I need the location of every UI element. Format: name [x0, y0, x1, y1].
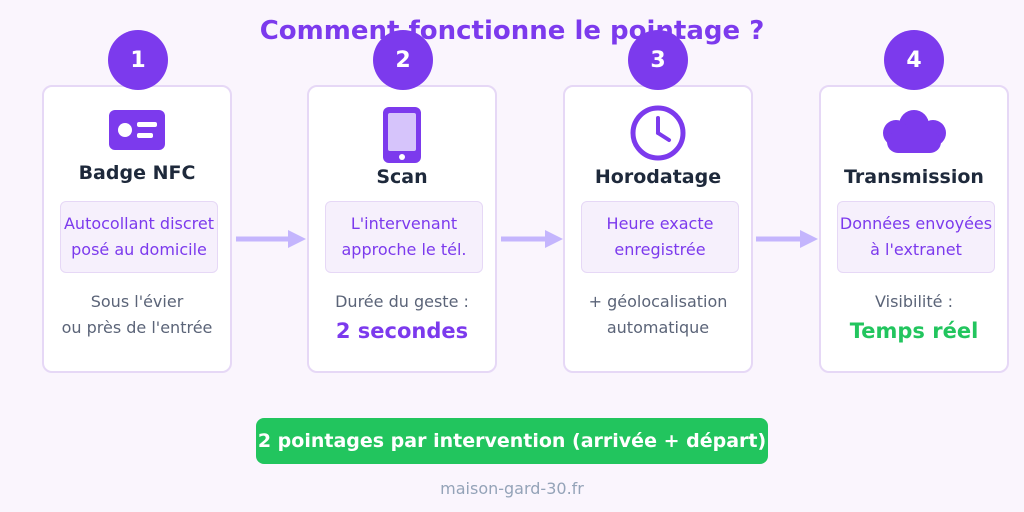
smartphone-icon [309, 107, 495, 163]
cloud-icon [821, 107, 1007, 155]
step-title: Transmission [844, 166, 984, 188]
info-banner [256, 418, 768, 464]
step-footer: Visibilité : Temps réel [821, 289, 1007, 347]
step-number-1: 1 [108, 30, 168, 90]
step-card-scan: Scan L'intervenant approche le tél. Duré… [307, 85, 497, 373]
step-card-timestamp: Horodatage Heure exacte enregistrée + gé… [563, 85, 753, 373]
step-card-transmission: Transmission Données envoyées à l'extran… [819, 85, 1009, 373]
duration-value: 2 secondes [335, 319, 469, 343]
info-banner-text: 2 pointages par intervention (arrivée + … [257, 430, 767, 452]
step-footer: Sous l'évier ou près de l'entrée [61, 292, 213, 337]
website-label: maison-gard-30.fr [440, 479, 584, 498]
step-highlight: L'intervenant approche le tél. [325, 201, 483, 273]
step-highlight: Données envoyées à l'extranet [837, 201, 995, 273]
step-title: Badge NFC [78, 162, 196, 184]
step-number-4: 4 [884, 30, 944, 90]
step-footer: + géolocalisation automatique [588, 292, 728, 337]
visibility-value: Temps réel [849, 319, 979, 343]
arrow-right-icon [236, 230, 306, 248]
step-highlight: Heure exacte enregistrée [581, 201, 739, 273]
step-highlight: Autocollant discret posé au domicile [60, 201, 218, 273]
step-footer: Durée du geste : 2 secondes [309, 289, 495, 347]
step-card-badge: Badge NFC Autocollant discret posé au do… [42, 85, 232, 373]
arrow-right-icon [756, 230, 818, 248]
arrow-right-icon [501, 230, 563, 248]
step-number-2: 2 [373, 30, 433, 90]
clock-icon [565, 104, 751, 162]
step-title: Horodatage [594, 166, 722, 188]
id-card-icon [44, 110, 230, 150]
step-number-3: 3 [628, 30, 688, 90]
step-title: Scan [376, 166, 428, 188]
